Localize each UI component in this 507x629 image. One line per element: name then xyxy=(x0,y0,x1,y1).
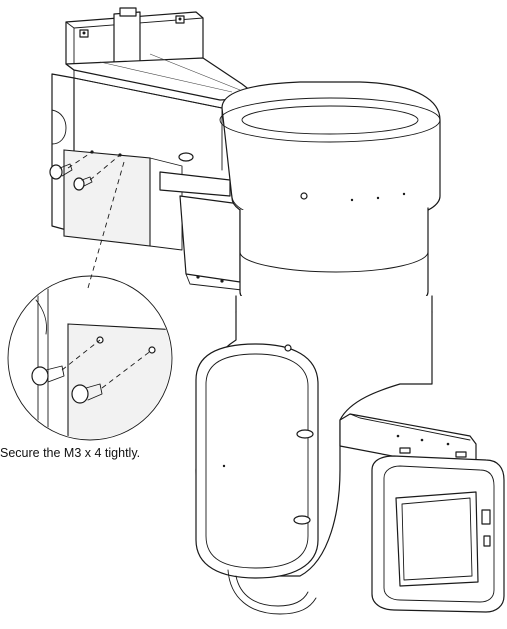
detail-screw-1 xyxy=(31,365,65,386)
bracket-screw-left xyxy=(79,29,89,38)
inner-block xyxy=(159,171,243,291)
turret-top xyxy=(219,81,441,227)
bracket-screw-right xyxy=(175,15,185,24)
yoke-arm xyxy=(195,311,433,615)
detail-screw-2 xyxy=(71,383,103,404)
panel-screw-1 xyxy=(49,163,73,180)
camera-head xyxy=(339,413,505,613)
instruction-caption: Secure the M3 x 4 tightly. xyxy=(0,446,141,460)
detail-callout xyxy=(7,275,173,441)
mount-bracket xyxy=(65,7,261,109)
